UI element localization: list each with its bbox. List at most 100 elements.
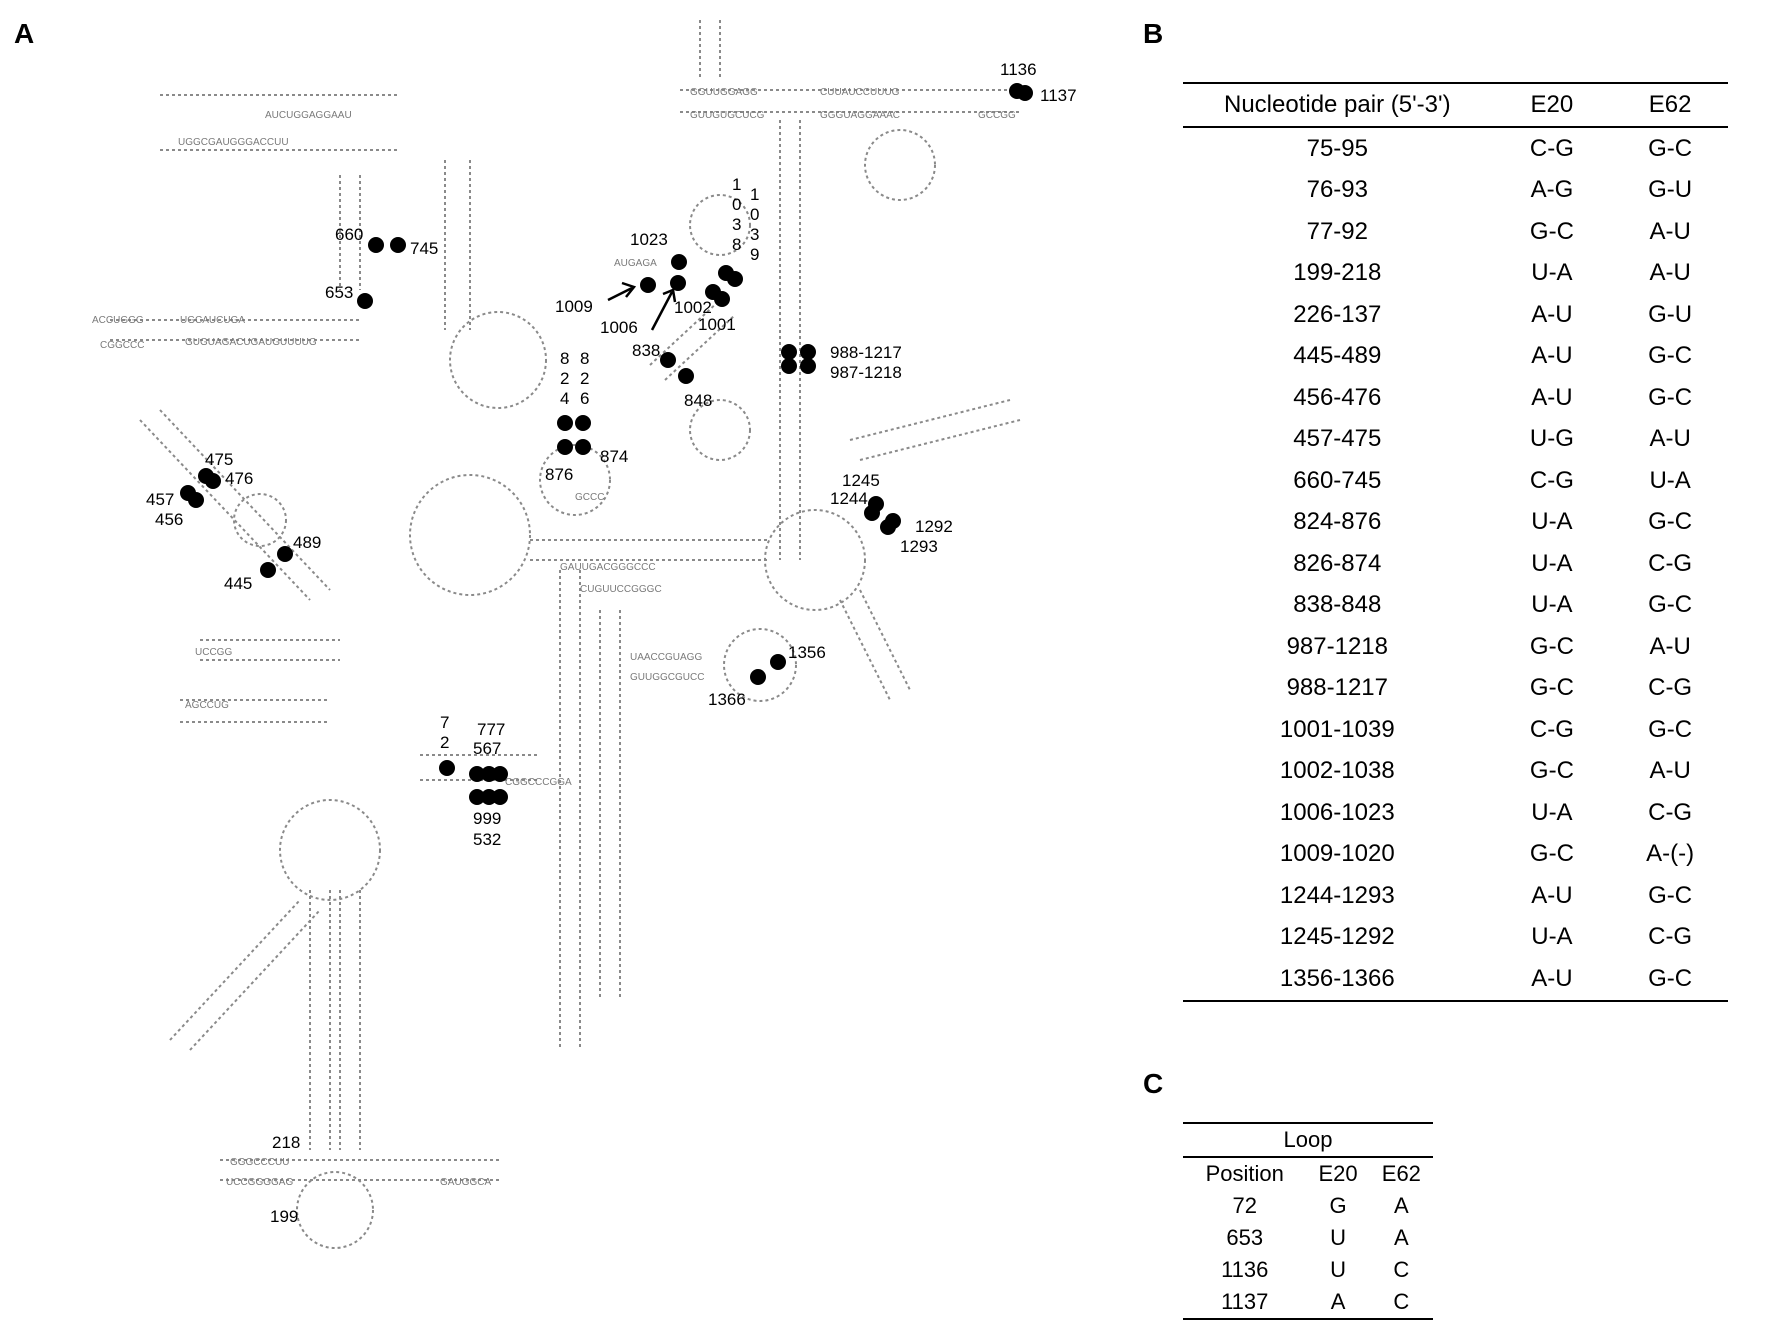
variant-dot [575, 439, 591, 455]
panel-label-b: B [1143, 18, 1164, 49]
table-cell: 1009-1020 [1279, 840, 1395, 868]
annotation-457: 457 [146, 490, 174, 509]
variant-dot [750, 669, 766, 685]
variant-dot [864, 505, 880, 521]
table-cell: 1245-1292 [1279, 923, 1395, 951]
table-cell: 1001-1039 [1279, 715, 1395, 743]
annotation-1023: 1023 [630, 230, 668, 249]
table-cell: U-A [1531, 591, 1573, 619]
table-cell: 660-745 [1293, 466, 1382, 494]
helix-strand [159, 409, 331, 591]
loop-circle [233, 493, 287, 547]
table-cell: G-U [1648, 300, 1693, 328]
variant-dot [640, 277, 656, 293]
table-cell: A-U [1531, 300, 1573, 328]
table-cell: A-U [1491, 958, 1613, 1002]
header-e62: E62 [1381, 1161, 1421, 1186]
table-cell: A-U [1531, 342, 1573, 370]
table-cell: 988-1217 [1286, 674, 1388, 702]
variant-dot [880, 519, 896, 535]
table-cell: U-A [1531, 923, 1573, 951]
sequence-fragment: GCCGG [978, 110, 1016, 121]
sequence-fragment: UCCGGGGAG [226, 1177, 293, 1188]
table-cell: U-A [1531, 508, 1573, 536]
annotation-653: 653 [325, 283, 353, 302]
variant-dot [800, 344, 816, 360]
annotation-988-1217: 988-1217 [830, 343, 902, 362]
annotation-876: 876 [545, 465, 573, 484]
annotation-489: 489 [293, 533, 321, 552]
variant-dot [260, 562, 276, 578]
variant-dot [481, 766, 497, 782]
header-e62: E62 [1612, 82, 1728, 128]
variant-dot [557, 439, 573, 455]
variant-dot [277, 546, 293, 562]
helix-strand [859, 589, 911, 691]
table-cell: 1006-1023 [1279, 798, 1395, 826]
annotation-476: 476 [225, 469, 253, 488]
loop-circle [689, 194, 751, 256]
table-cell: A [1306, 1286, 1370, 1320]
table-cell: U-G [1529, 425, 1574, 453]
table-cell: U-A [1649, 466, 1691, 494]
annotation-1356: 1356 [788, 643, 826, 662]
variant-dot [714, 291, 730, 307]
sequence-fragment: AGCCUG [185, 700, 229, 711]
table-cell: G-C [1529, 840, 1574, 868]
table-cell: 653 [1226, 1225, 1264, 1250]
annotation-199: 199 [270, 1207, 298, 1226]
variant-dot [678, 368, 694, 384]
sequence-fragment: CGGCCC [100, 340, 144, 351]
annotation-987-1218: 987-1218 [830, 363, 902, 382]
variant-dot [205, 473, 221, 489]
loop-title: Loop [1183, 1122, 1433, 1158]
loop-circle [409, 474, 531, 596]
sequence-fragment: CUUAUCCUUUG [820, 87, 900, 98]
header-e20: E20 [1318, 1161, 1358, 1186]
sequence-fragment: CGGCCCGGA [505, 777, 572, 788]
table-cell: A-U [1649, 632, 1691, 660]
loop-circle [864, 129, 936, 201]
variant-dot [492, 766, 508, 782]
sequence-fragment: GUUGGCGUCC [630, 672, 704, 683]
annotation-959392-top: 999 [473, 809, 501, 828]
sequence-fragment: ACCUGGG [92, 315, 144, 326]
table-cell: G-C [1612, 958, 1728, 1002]
table-cell: A-U [1531, 881, 1573, 909]
table-cell: A [1394, 1193, 1409, 1218]
table-cell: A-G [1530, 176, 1574, 204]
loop-circle [539, 444, 611, 516]
panel-label-a: A [14, 18, 35, 49]
table-cell: G-C [1648, 881, 1693, 909]
sequence-fragment: UGCAUCUGA [180, 315, 245, 326]
loop-circle [689, 399, 751, 461]
variant-dot [660, 352, 676, 368]
table-cell: 826-874 [1293, 549, 1382, 577]
annotation-959392-bottom: 532 [473, 830, 501, 849]
table-cell: 987-1218 [1286, 632, 1388, 660]
rna-secondary-structure-diagram: AUGAGA AUCUGGAGGAAU UGGCGAUGGGACCUU ACCU… [92, 20, 1077, 1249]
table-cell: G-C [1648, 383, 1693, 411]
sequence-fragment: CUGUUCCGGGC [580, 584, 662, 595]
annotation-838: 838 [632, 341, 660, 360]
table-cell: 72 [1232, 1193, 1257, 1218]
table-cell: C [1369, 1286, 1433, 1320]
